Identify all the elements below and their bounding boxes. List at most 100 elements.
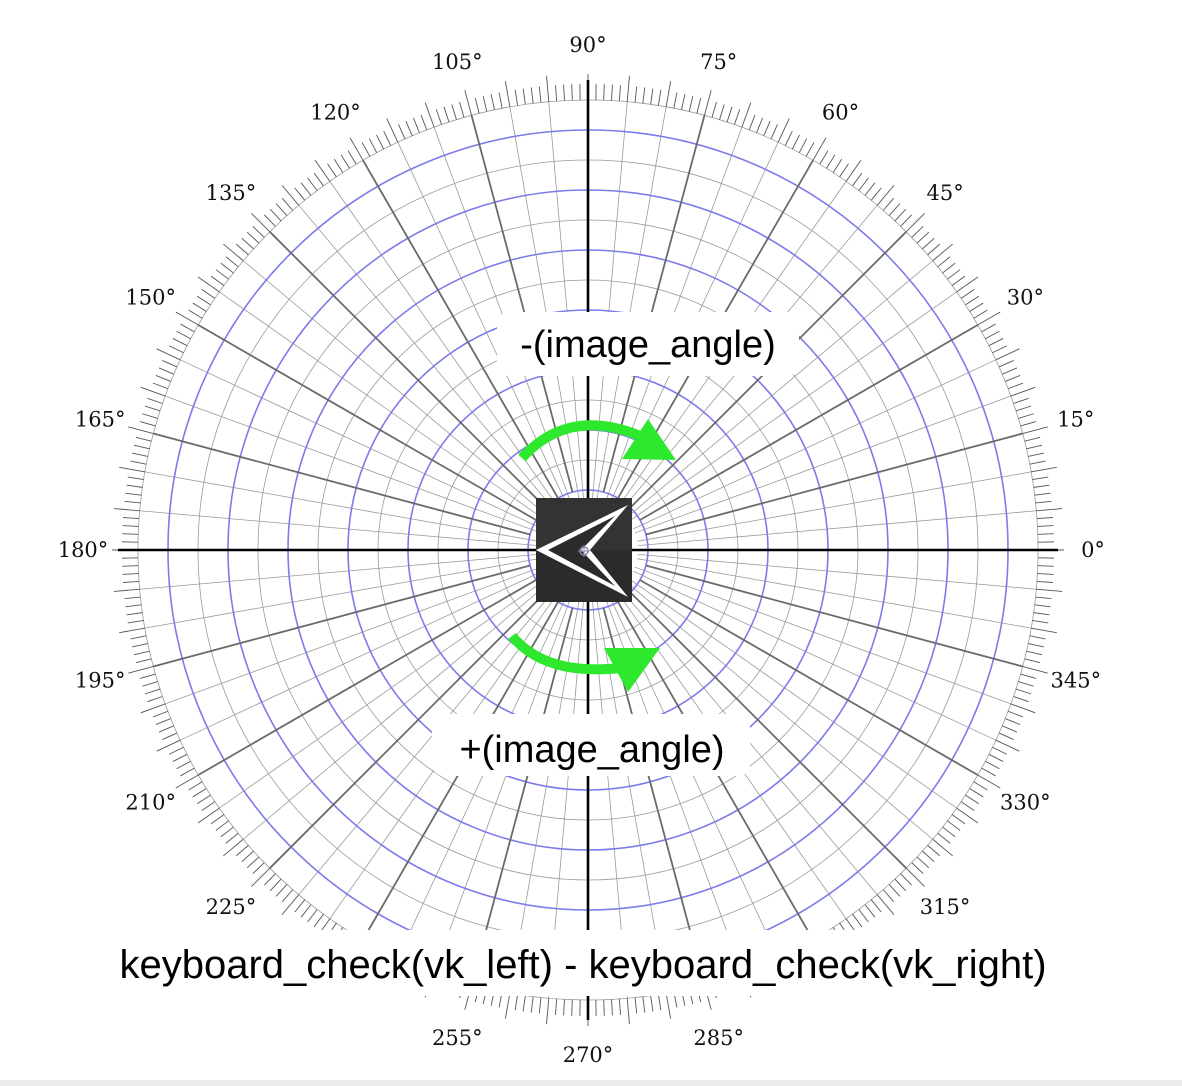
degree-tick (168, 746, 184, 755)
degree-tick (127, 619, 144, 624)
angle-label: 120° (310, 101, 361, 125)
degree-tick (246, 231, 260, 244)
degree-tick (398, 124, 406, 140)
degree-tick (241, 237, 254, 250)
grid-radial-line (144, 558, 539, 629)
degree-tick (113, 508, 140, 512)
degree-tick (894, 878, 907, 892)
degree-tick (451, 104, 457, 120)
degree-tick (347, 150, 357, 165)
major-spoke (470, 607, 574, 985)
degree-tick (135, 658, 152, 664)
degree-tick (618, 998, 621, 1015)
degree-tick (832, 158, 843, 173)
degree-tick (464, 90, 472, 116)
degree-tick (563, 999, 565, 1016)
degree-tick (969, 302, 984, 312)
degree-tick (741, 102, 752, 128)
degree-tick (269, 208, 282, 222)
degree-tick (188, 309, 203, 319)
degree-tick (1018, 681, 1034, 687)
top-label-box (497, 312, 799, 376)
degree-tick (947, 820, 961, 831)
degree-tick (603, 84, 605, 101)
bottom-strip (0, 1080, 1182, 1086)
degree-tick (368, 138, 378, 153)
degree-tick (263, 214, 276, 227)
degree-tick (1034, 604, 1051, 608)
degree-tick (805, 142, 815, 157)
degree-tick (294, 899, 306, 913)
degree-tick (985, 330, 1000, 340)
degree-tick (122, 525, 139, 527)
degree-tick (719, 104, 725, 120)
degree-tick (611, 999, 613, 1016)
degree-tick (251, 213, 271, 233)
degree-tick (726, 106, 733, 123)
degree-tick (784, 130, 793, 146)
degree-tick (876, 894, 895, 915)
degree-tick (128, 426, 154, 434)
degree-tick (882, 198, 895, 211)
angle-label: 90° (569, 33, 606, 57)
degree-tick (985, 760, 1000, 770)
degree-tick (133, 444, 150, 450)
angle-label: 60° (822, 101, 859, 125)
degree-tick (673, 92, 678, 109)
degree-tick (144, 688, 161, 695)
degree-tick (420, 114, 428, 131)
degree-tick (176, 760, 191, 770)
degree-tick (314, 159, 331, 182)
grid-radial-line (626, 260, 933, 519)
degree-tick (1020, 421, 1037, 427)
degree-tick (1026, 444, 1043, 450)
degree-tick (1010, 386, 1036, 397)
degree-tick (1015, 405, 1032, 412)
degree-tick (870, 899, 882, 913)
degree-tick (215, 820, 229, 831)
degree-tick (665, 81, 672, 107)
degree-tick (711, 101, 717, 118)
degree-tick (688, 95, 694, 112)
formula-label: keyboard_check(vk_left) - keyboard_check… (119, 943, 1046, 987)
degree-tick (981, 323, 996, 333)
degree-tick (894, 208, 907, 222)
degree-tick (1018, 413, 1034, 419)
degree-tick (530, 996, 534, 1013)
degree-tick (1037, 573, 1054, 575)
grid-radial-line (628, 291, 957, 522)
degree-tick (168, 345, 184, 354)
grid-radial-line (637, 558, 1032, 629)
degree-tick (132, 452, 148, 457)
degree-tick (1010, 703, 1036, 714)
degree-tick (571, 84, 573, 101)
degree-tick (538, 86, 542, 103)
degree-tick (307, 909, 318, 923)
degree-tick (361, 142, 371, 157)
degree-tick (826, 154, 836, 169)
degree-tick (176, 330, 191, 340)
degree-tick (125, 492, 142, 496)
degree-tick (124, 596, 141, 600)
degree-tick (937, 832, 951, 844)
degree-tick (123, 517, 140, 520)
degree-tick (147, 397, 163, 404)
degree-tick (139, 673, 156, 679)
angle-label: 135° (206, 181, 257, 205)
degree-tick (973, 309, 988, 319)
degree-tick (498, 92, 503, 109)
degree-tick (642, 87, 646, 104)
degree-tick (1024, 658, 1041, 664)
degree-tick (1036, 580, 1053, 583)
degree-tick (922, 850, 935, 863)
degree-tick (1033, 484, 1050, 488)
degree-tick (349, 137, 364, 161)
degree-tick (988, 338, 1004, 347)
angle-labels: 0°15°30°45°60°75°90°105°120°135°150°165°… (58, 33, 1105, 1067)
degree-tick (269, 878, 282, 892)
degree-tick (973, 781, 988, 791)
grid-radial-line (634, 395, 1011, 534)
degree-tick (634, 86, 638, 103)
degree-tick (156, 348, 181, 361)
